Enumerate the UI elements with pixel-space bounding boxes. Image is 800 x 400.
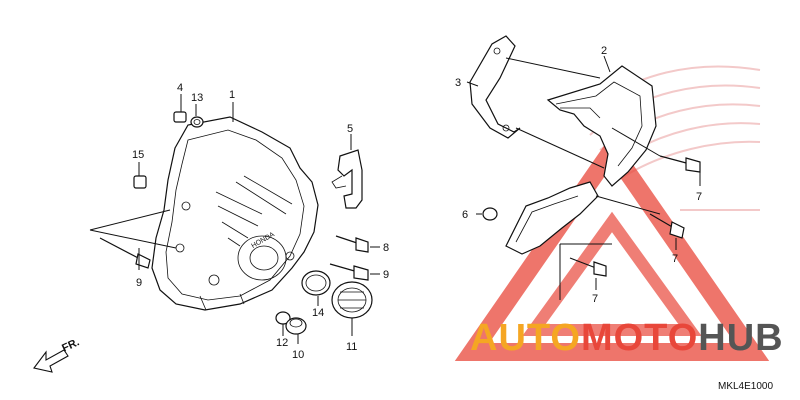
callout-12: 12 — [276, 337, 288, 349]
callout-8: 8 — [383, 242, 389, 254]
dowel-pin-part-4 — [173, 111, 187, 123]
watermark-triangle-logo — [454, 134, 770, 361]
cap-part-11 — [331, 281, 373, 319]
direction-label: FR. — [60, 336, 81, 354]
callout-13: 13 — [191, 92, 203, 104]
o-ring-part-13 — [190, 116, 204, 128]
callout-6: 6 — [462, 209, 468, 221]
leader-lines — [89, 55, 701, 344]
plug-part-10 — [285, 317, 307, 335]
o-ring-part-14 — [301, 270, 331, 296]
bolt-part-7-upper — [659, 155, 701, 173]
svg-text:AUTOMOTOHUB: AUTOMOTOHUB — [470, 317, 784, 359]
watermark-moto: MOTO — [581, 317, 698, 359]
callout-7c: 7 — [592, 293, 598, 305]
bolt-part-6 — [482, 207, 498, 221]
callout-5: 5 — [347, 123, 353, 135]
bracket-part-5 — [331, 149, 363, 209]
watermark-hub: HUB — [698, 317, 783, 359]
callout-2: 2 — [601, 45, 607, 57]
callout-7b: 7 — [672, 253, 678, 265]
bolt-part-7-lower — [569, 257, 607, 277]
callout-11: 11 — [346, 341, 357, 353]
callout-10: 10 — [292, 349, 304, 361]
direction-arrow-icon — [33, 349, 69, 373]
watermark-auto: AUTO — [470, 317, 581, 359]
bolt-part-9-right — [329, 263, 369, 281]
generator-cover-part-1: HONDA — [151, 116, 319, 311]
diagram-code: MKL4E1000 — [718, 381, 773, 392]
callout-3: 3 — [455, 77, 461, 89]
callout-7a: 7 — [696, 191, 702, 203]
sprocket-cover-part-2 — [546, 65, 657, 187]
cover-plate-part-3 — [469, 35, 521, 139]
callout-4: 4 — [177, 82, 183, 94]
dowel-pin-part-15 — [133, 175, 147, 189]
bolt-part-8 — [335, 235, 369, 253]
callout-15: 15 — [132, 149, 144, 161]
lower-cover-bracket — [505, 181, 599, 255]
watermark-wordmark: AUTOMOTOHUB — [470, 317, 784, 359]
callout-labels: 1 2 3 4 5 6 7 7 7 8 9 9 10 11 12 13 14 1… — [132, 45, 702, 361]
callout-14: 14 — [312, 307, 324, 319]
bolt-part-9-left — [99, 237, 151, 269]
callout-9b: 9 — [383, 269, 389, 281]
callout-1: 1 — [229, 89, 235, 101]
callout-9a: 9 — [136, 277, 142, 289]
bolt-part-7-middle — [649, 213, 685, 239]
front-direction-indicator: FR. — [33, 336, 81, 373]
